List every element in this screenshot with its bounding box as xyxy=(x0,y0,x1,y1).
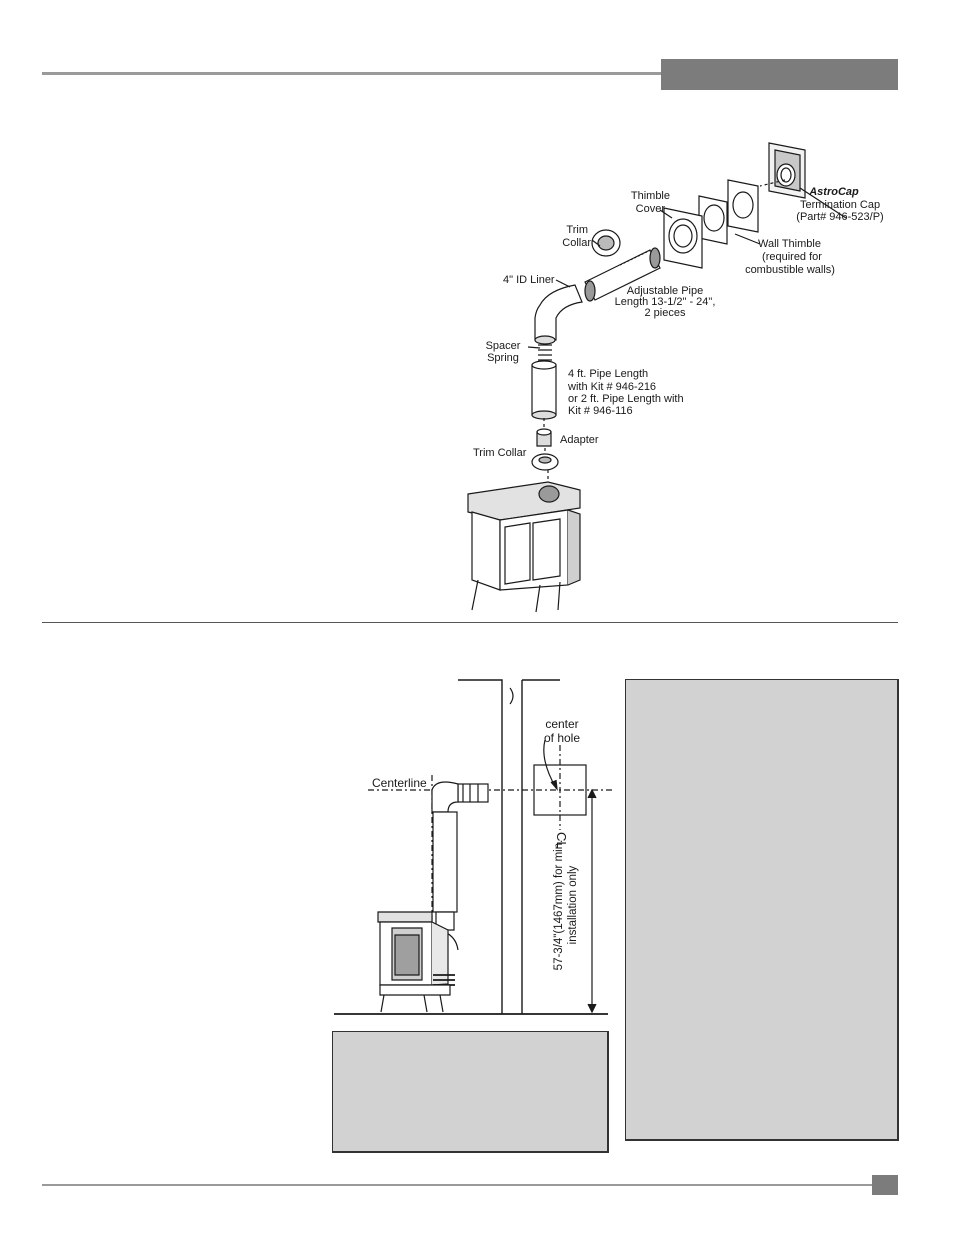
adjustable-pipe-label-3: 2 pieces xyxy=(644,307,686,319)
pipe-length-label-3: or 2 ft. Pipe Length with xyxy=(568,393,684,405)
center-of-hole-label-2: of hole xyxy=(543,731,581,745)
adapter-illustration xyxy=(536,428,552,447)
thimble-cover-label-1: Thimble xyxy=(630,190,670,202)
adjustable-pipe-illustration xyxy=(584,247,661,302)
termination-cap-illustration xyxy=(768,142,806,199)
astrocap-label: AstroCap xyxy=(809,186,859,198)
stove-illustration-top xyxy=(467,481,581,613)
trim-collar-top-illustration xyxy=(591,229,621,257)
termination-part-label: (Part# 946-523/P) xyxy=(796,211,884,223)
spacer-spring-label-2: Spring xyxy=(487,352,519,364)
spacer-spring-illustration xyxy=(538,344,552,361)
elbow-illustration xyxy=(534,284,583,345)
trim-collar-top-label-1: Trim xyxy=(566,224,588,236)
thimble-cover-illustration xyxy=(663,207,703,269)
adjustable-pipe-label-1: Adjustable Pipe xyxy=(626,285,704,297)
wall-thimble-illustration xyxy=(698,179,759,245)
vertical-pipe-illustration xyxy=(531,360,557,420)
pipe-length-label-2: with Kit # 946-216 xyxy=(568,381,657,393)
wall-thimble-label-1: Wall Thimble xyxy=(758,238,821,250)
section-divider xyxy=(42,622,898,623)
dimension-label-line-1: 57-3/4"(1467mm) for min. xyxy=(553,839,565,971)
termination-cap-label: Termination Cap xyxy=(800,199,881,211)
pipe-length-label-1: 4 ft. Pipe Length xyxy=(568,368,649,380)
spacer-spring-label-1: Spacer xyxy=(485,340,521,352)
trim-collar-bottom-label: Trim Collar xyxy=(473,447,527,459)
header-tab xyxy=(661,59,898,90)
note-box-right xyxy=(625,679,899,1141)
adapter-label: Adapter xyxy=(560,434,599,446)
trim-collar-bottom-illustration xyxy=(531,453,559,471)
centerline-label: Centerline xyxy=(372,776,427,790)
adjustable-pipe-label-2: Length 13-1/2" - 24", xyxy=(614,296,716,308)
thimble-cover-label-2: Cover xyxy=(635,203,665,215)
header-rule xyxy=(42,72,662,75)
id-liner-label: 4" ID Liner xyxy=(503,274,555,286)
pipe-length-label-4: Kit # 946-116 xyxy=(568,405,633,417)
note-box-bottom xyxy=(332,1031,609,1153)
center-of-hole-label-1: center xyxy=(545,717,579,731)
wall-thimble-label-3: combustible walls) xyxy=(745,264,835,276)
footer-rule xyxy=(42,1184,872,1186)
page-number-tab xyxy=(872,1175,898,1195)
wall-thimble-label-2: (required for xyxy=(762,251,822,263)
dimension-label-line-2: installation only xyxy=(567,865,579,945)
trim-collar-top-label-2: Collar xyxy=(562,237,591,249)
stove-illustration-side xyxy=(377,911,455,1013)
